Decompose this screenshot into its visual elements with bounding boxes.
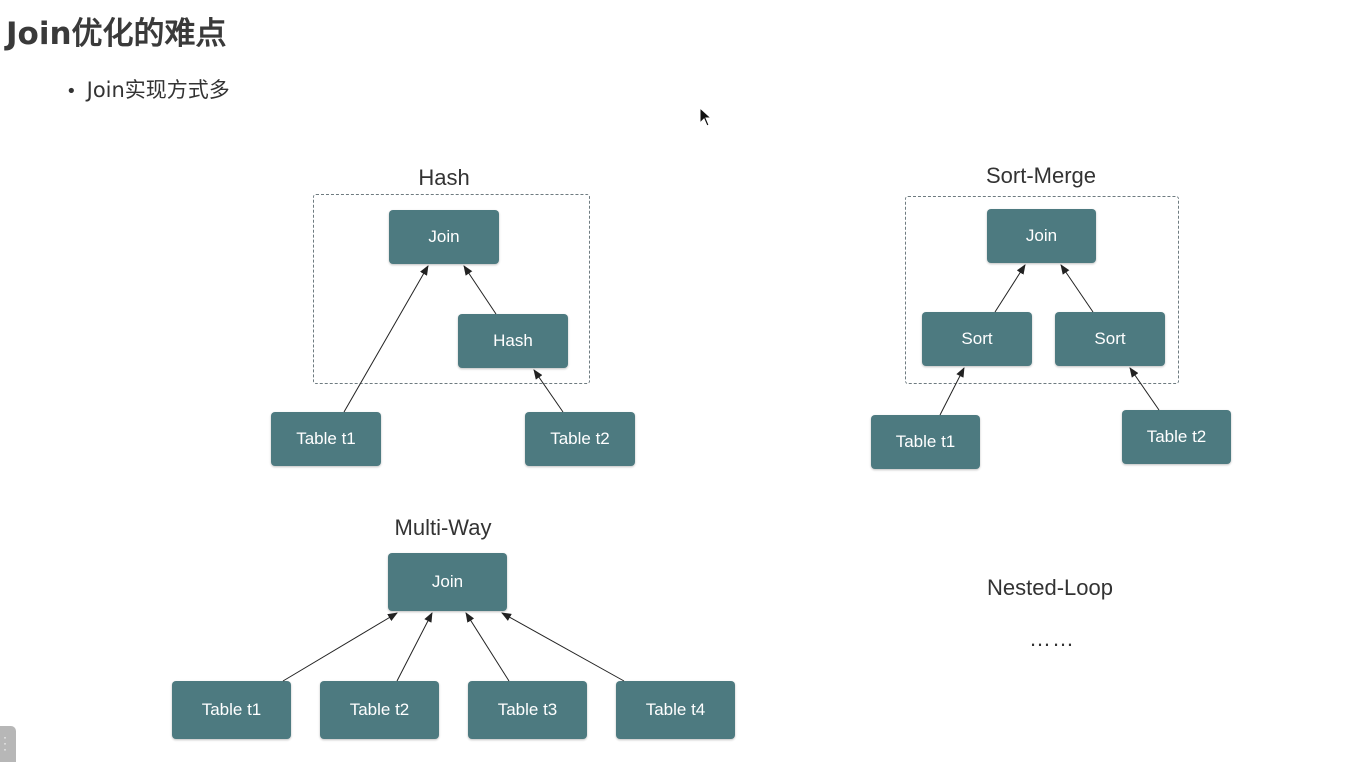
hash-group-boundary: [313, 194, 590, 384]
arrow-sm-sortleft-to-join: [994, 264, 1026, 313]
grip-dots-icon: ···: [3, 730, 7, 756]
sort-merge-sort-node-left: Sort: [922, 312, 1032, 366]
hash-hash-node: Hash: [458, 314, 568, 368]
side-panel-toggle[interactable]: ···: [0, 726, 16, 762]
arrow-sm-sortright-to-join: [1060, 264, 1094, 313]
bullet-dot-icon: •: [66, 81, 77, 102]
sort-merge-table-t2: Table t2: [1122, 410, 1231, 464]
arrow-hash-hash-to-join: [463, 265, 497, 315]
multi-way-table-t1: Table t1: [172, 681, 291, 739]
mouse-cursor-icon: [699, 107, 713, 127]
hash-join-node: Join: [389, 210, 499, 264]
arrow-mw-t2-to-join: [396, 612, 433, 682]
arrow-hash-t1-to-join: [343, 265, 429, 413]
bullet-point: • Join实现方式多: [66, 74, 230, 104]
arrow-sm-t1-to-sortleft: [939, 367, 965, 416]
sort-merge-label: Sort-Merge: [985, 163, 1097, 188]
slide-title: Join优化的难点: [6, 16, 227, 52]
nested-loop-label: Nested-Loop: [987, 575, 1113, 600]
arrow-sm-t2-to-sortright: [1129, 367, 1160, 411]
multi-way-table-t2: Table t2: [320, 681, 439, 739]
arrow-mw-t1-to-join: [282, 612, 398, 682]
nested-loop-ellipsis: ……: [1029, 626, 1075, 651]
multi-way-table-t4: Table t4: [616, 681, 735, 739]
sort-merge-sort-node-right: Sort: [1055, 312, 1165, 366]
arrow-mw-t4-to-join: [501, 612, 625, 682]
arrow-mw-t3-to-join: [465, 612, 510, 682]
hash-table-t2: Table t2: [525, 412, 635, 466]
hash-table-t1: Table t1: [271, 412, 381, 466]
sort-merge-table-t1: Table t1: [871, 415, 980, 469]
hash-label: Hash: [418, 165, 470, 190]
multi-way-table-t3: Table t3: [468, 681, 587, 739]
multi-way-join-node: Join: [388, 553, 507, 611]
arrow-hash-t2-to-hash: [533, 369, 564, 413]
bullet-text: Join实现方式多: [86, 78, 230, 102]
multi-way-label: Multi-Way: [394, 515, 492, 540]
sort-merge-group-boundary: [905, 196, 1179, 384]
sort-merge-join-node: Join: [987, 209, 1096, 263]
